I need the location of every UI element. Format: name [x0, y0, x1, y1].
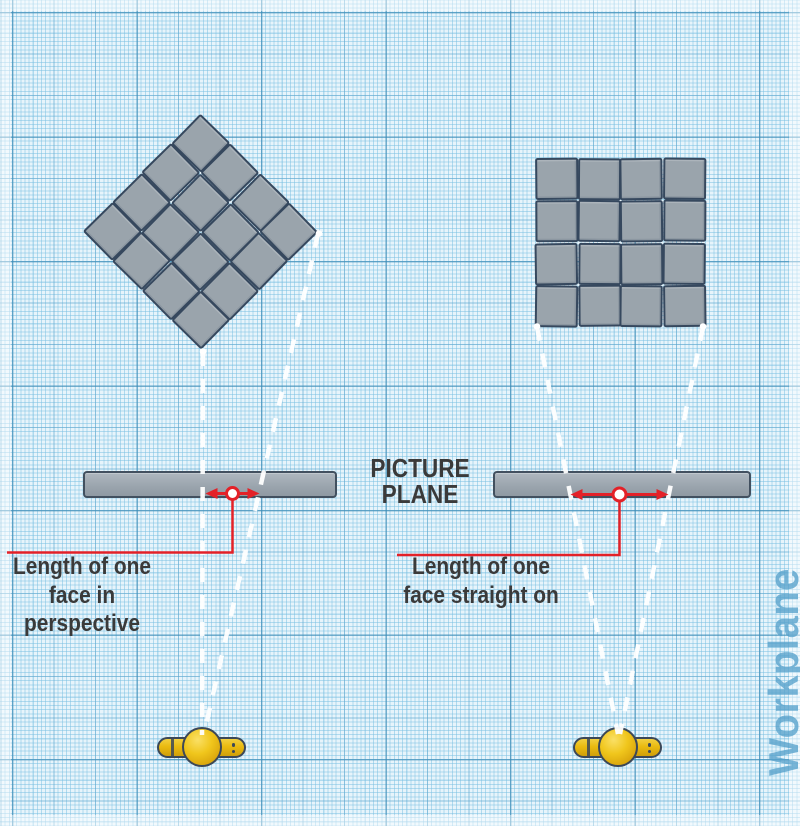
viewer-head [181, 727, 222, 767]
left-caption: Length of one face in perspective [0, 553, 166, 639]
right-caption: Length of one face straight on [389, 553, 573, 610]
grid-tile [662, 284, 706, 328]
viewer-seam [587, 739, 590, 756]
right-caption-line2: face straight on [403, 581, 559, 609]
left-caption-line1: Length of one [12, 553, 152, 580]
picture-plane-line2: PLANE [381, 478, 459, 509]
viewer-figure-right [573, 725, 663, 771]
grid-tile [620, 242, 663, 286]
picture-plane-line1: PICTURE [370, 453, 470, 483]
grid-tile [662, 199, 706, 243]
grid-tile [661, 242, 705, 285]
picture-plane-label: PICTURE PLANE [345, 453, 495, 509]
grid-tile [534, 242, 578, 286]
left-caption-line3: perspective [23, 610, 141, 637]
viewer-dot [647, 743, 651, 747]
grid-tile [577, 284, 621, 327]
viewer-dot [231, 749, 235, 753]
straight-square-grid [534, 157, 706, 328]
grid-tile [535, 157, 578, 201]
grid-tile [576, 199, 620, 243]
left-caption-line2: face in [48, 581, 116, 609]
viewer-figure-left [157, 725, 247, 771]
grid-tile [534, 284, 578, 328]
picture-plane-bar-left [83, 471, 337, 498]
viewer-dot [231, 743, 235, 747]
grid-tile [535, 200, 579, 243]
viewer-seam [171, 739, 174, 756]
grid-tile [577, 242, 621, 285]
grid-tile [619, 200, 663, 244]
viewer-dot [647, 749, 651, 753]
grid-tile [619, 284, 663, 328]
grid-tile [662, 157, 706, 201]
grid-tile [619, 157, 663, 201]
grid-tile [577, 158, 621, 201]
picture-plane-bar-right [493, 471, 751, 498]
viewer-head [597, 727, 638, 767]
workplane-watermark: Workplane [760, 568, 800, 776]
right-caption-line1: Length of one [411, 553, 551, 580]
